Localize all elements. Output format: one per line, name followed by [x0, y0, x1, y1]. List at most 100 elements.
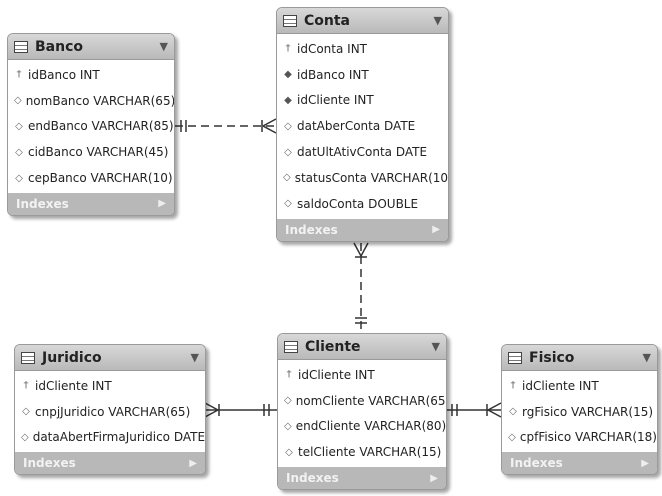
indexes-label: Indexes: [16, 196, 69, 211]
column-row[interactable]: ◇dataAbertFirmaJuridico DATE: [15, 425, 205, 451]
hollow-diamond-icon: ◇: [14, 95, 22, 107]
indexes-section[interactable]: Indexes ▶: [502, 452, 657, 475]
table-icon: [21, 351, 35, 364]
table-name: Banco: [35, 38, 84, 55]
column-row[interactable]: † idCliente INT: [15, 373, 205, 399]
hollow-diamond-icon: ◇: [15, 172, 23, 184]
hollow-diamond-icon: ◇: [21, 431, 29, 443]
column-label: cpfFisico VARCHAR(18): [519, 430, 657, 445]
key-icon: †: [16, 69, 22, 81]
column-row[interactable]: ◇datAberConta DATE: [277, 113, 448, 139]
column-label: idCliente INT: [35, 378, 112, 393]
hollow-diamond-icon: ◇: [15, 120, 23, 132]
column-row[interactable]: † idConta INT: [277, 36, 448, 62]
column-row[interactable]: ◇endCliente VARCHAR(80): [278, 414, 446, 440]
indexes-section[interactable]: Indexes ▶: [8, 192, 174, 215]
column-row[interactable]: ◆idBanco INT: [277, 62, 448, 88]
hollow-diamond-icon: ◇: [283, 172, 291, 184]
key-icon: †: [23, 380, 29, 392]
indexes-section[interactable]: Indexes ▶: [278, 467, 446, 490]
column-row[interactable]: ◇statusConta VARCHAR(10): [277, 165, 448, 191]
table-icon: [284, 340, 298, 353]
column-row[interactable]: † idCliente INT: [278, 362, 446, 388]
triangle-down-icon[interactable]: ▼: [190, 351, 199, 364]
triangle-down-icon[interactable]: ▼: [642, 351, 651, 364]
hollow-diamond-icon: ◇: [22, 406, 30, 418]
column-row[interactable]: † idBanco INT: [8, 62, 174, 88]
triangle-down-icon[interactable]: ▼: [159, 40, 168, 53]
hollow-diamond-icon: ◇: [284, 146, 292, 158]
triangle-right-icon[interactable]: ▶: [189, 457, 197, 469]
table-header[interactable]: Cliente ▼: [278, 334, 446, 360]
table-header[interactable]: Fisico ▼: [502, 345, 657, 371]
table-header[interactable]: Conta ▼: [277, 8, 448, 34]
triangle-down-icon[interactable]: ▼: [431, 340, 440, 353]
column-row[interactable]: ◇ cnpjJuridico VARCHAR(65): [15, 399, 205, 425]
column-list: †idCliente INT ◇ rgFisico VARCHAR(15) ◇cpfF…: [502, 371, 657, 452]
indexes-section[interactable]: Indexes ▶: [277, 218, 448, 241]
key-icon: †: [285, 43, 291, 55]
indexes-label: Indexes: [510, 456, 563, 471]
hollow-diamond-icon: ◇: [509, 406, 517, 418]
column-label: idConta INT: [297, 41, 367, 56]
column-label: cidBanco VARCHAR(45): [28, 145, 169, 160]
table-name: Cliente: [305, 338, 361, 355]
table-name: Juridico: [42, 349, 102, 366]
indexes-label: Indexes: [286, 471, 339, 486]
column-row[interactable]: ◇telCliente VARCHAR(15): [278, 439, 446, 465]
column-row[interactable]: †idCliente INT: [502, 373, 657, 399]
column-row[interactable]: ◇nomBanco VARCHAR(65): [8, 88, 174, 114]
column-label: datUltAtivConta DATE: [297, 145, 428, 160]
table-header[interactable]: Banco ▼: [8, 34, 174, 60]
column-row[interactable]: ◇ endBanco VARCHAR(85): [8, 114, 174, 140]
table-icon: [508, 351, 522, 364]
key-icon: †: [510, 380, 516, 392]
column-list: †idCliente INT◇cnpjJuridico VARCHAR(65)◇…: [15, 371, 205, 452]
table-fisico[interactable]: Fisico ▼ †idCliente INT ◇ rgFisico VARCHAR…: [501, 344, 658, 476]
hollow-diamond-icon: ◇: [508, 431, 516, 443]
column-label: rgFisico VARCHAR(15): [522, 404, 654, 419]
relation-cliente-fisico: [446, 402, 502, 418]
triangle-right-icon[interactable]: ▶: [158, 198, 166, 210]
triangle-down-icon[interactable]: ▼: [433, 14, 442, 27]
column-label: endCliente VARCHAR(80): [295, 419, 447, 434]
table-banco[interactable]: Banco ▼ †idBanco INT◇nomBanco VARCHAR(65…: [7, 33, 175, 216]
column-list: †idCliente INT◇nomCliente VARCHAR(65)◇en…: [278, 360, 446, 467]
key-icon: †: [286, 369, 292, 381]
column-row[interactable]: ◇cidBanco VARCHAR(45): [8, 139, 174, 165]
table-name: Fisico: [529, 349, 575, 366]
column-label: idCliente INT: [297, 93, 374, 108]
column-label: endBanco VARCHAR(85): [28, 119, 174, 134]
column-label: datAberConta DATE: [297, 119, 416, 134]
column-row[interactable]: ◇saldoConta DOUBLE: [277, 191, 448, 217]
column-list: †idConta INT◆idBanco INT◆idCliente INT◇d…: [277, 34, 448, 219]
triangle-right-icon[interactable]: ▶: [430, 472, 438, 484]
column-label: idBanco INT: [28, 67, 100, 82]
table-cliente[interactable]: Cliente ▼ † idCliente INT ◇nomCliente VARC…: [277, 333, 447, 491]
column-row[interactable]: ◇cepBanco VARCHAR(10): [8, 165, 174, 191]
column-label: nomCliente VARCHAR(65): [295, 393, 447, 408]
hollow-diamond-icon: ◇: [284, 420, 292, 432]
triangle-right-icon[interactable]: ▶: [641, 457, 649, 469]
filled-diamond-icon: ◆: [284, 94, 292, 106]
column-row[interactable]: ◇ datUltAtivConta DATE: [277, 139, 448, 165]
triangle-right-icon[interactable]: ▶: [432, 224, 440, 236]
column-label: nomBanco VARCHAR(65): [25, 93, 175, 108]
indexes-section[interactable]: Indexes ▶: [15, 452, 205, 475]
column-label: saldoConta DOUBLE: [297, 196, 419, 211]
relation-conta-cliente: [353, 242, 369, 333]
column-label: idCliente INT: [298, 367, 375, 382]
hollow-diamond-icon: ◇: [284, 395, 292, 407]
table-header[interactable]: Juridico ▼: [15, 345, 205, 371]
column-row[interactable]: ◇nomCliente VARCHAR(65): [278, 388, 446, 414]
column-row[interactable]: ◆ idCliente INT: [277, 88, 448, 114]
table-icon: [14, 40, 28, 53]
column-label: idBanco INT: [297, 67, 369, 82]
table-juridico[interactable]: Juridico ▼ † idCliente INT ◇ cnpjJuridico V…: [14, 344, 206, 476]
table-conta[interactable]: Conta ▼ † idConta INT ◆idBanco INT ◆ idClien…: [276, 7, 449, 242]
column-label: dataAbertFirmaJuridico DATE: [32, 430, 206, 445]
column-row[interactable]: ◇ rgFisico VARCHAR(15): [502, 399, 657, 425]
column-row[interactable]: ◇cpfFisico VARCHAR(18): [502, 425, 657, 451]
relation-banco-conta: [175, 118, 277, 134]
column-label: cnpjJuridico VARCHAR(65): [35, 404, 191, 419]
